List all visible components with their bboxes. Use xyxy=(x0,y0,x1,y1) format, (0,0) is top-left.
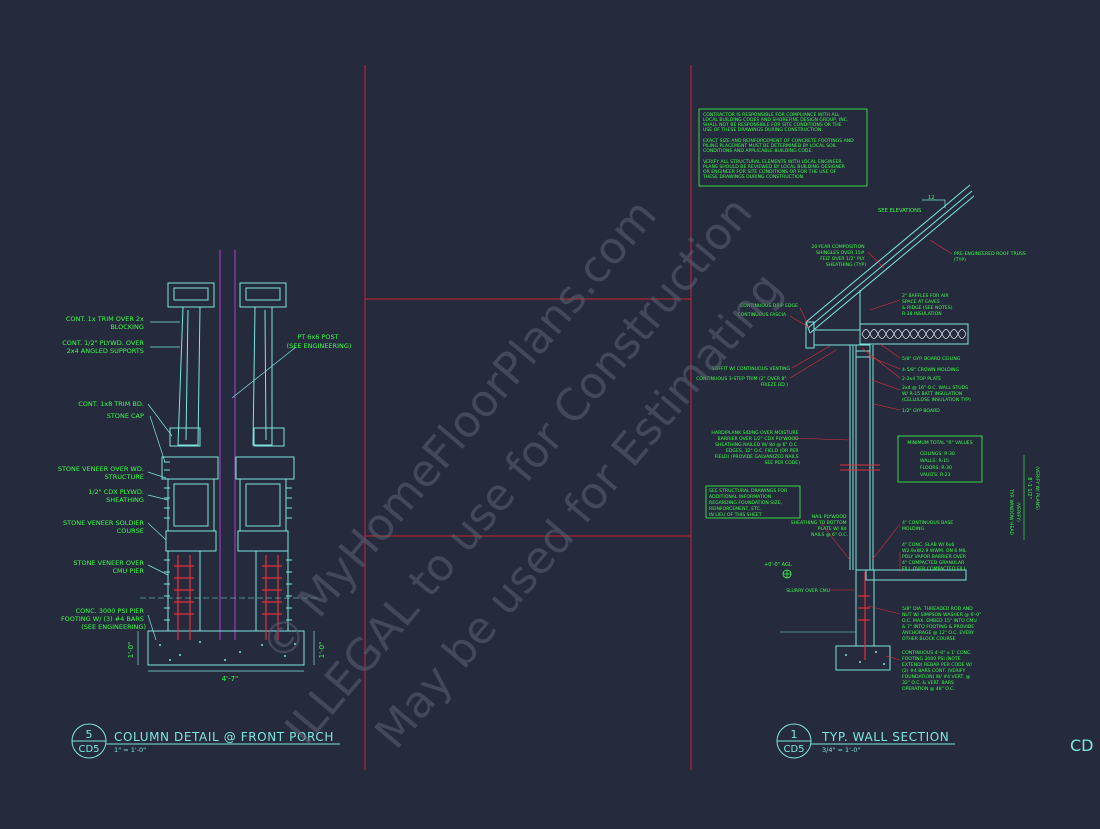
insulation-r38-label: R-38 INSULATION xyxy=(902,311,942,317)
svg-text:© MyHomeFloorPlans.com: © MyHomeFloorPlans.com xyxy=(251,190,667,672)
anchor-label: 5/8" DIA. THREADED ROD AND NUT W/ SIMPSO… xyxy=(902,606,983,642)
column-label: CONT. 1/2" PLYWD. OVER xyxy=(62,339,144,347)
base-label: 4" CONTINUOUS BASE MOLDING xyxy=(902,520,955,532)
engineering-note-box: SEE STRUCTURAL DRAWINGS FOR ADDITIONAL I… xyxy=(705,485,801,519)
svg-text:CONT. 1x TRIM OVER 2x BL: CONT. 1x TRIM OVER 2x BLOCKING CONT. 1/2… xyxy=(58,315,146,631)
column-label: BLOCKING xyxy=(110,323,144,331)
svg-text:CEILINGS: R-30 WALLS:: CEILINGS: R-30 WALLS: R-15 FLOORS: R-30 … xyxy=(920,451,956,478)
r-values-box: MINIMUM TOTAL "R" VALUES CEILINGS: R-30 … xyxy=(897,435,983,483)
column-label: SHEATHING xyxy=(106,496,144,504)
column-width-dimension: 4'-7" xyxy=(222,675,239,683)
siding-label: HARDIPLANK SIDING OVER MOISTURE BARRIER … xyxy=(711,430,800,466)
column-label: CMU PIER xyxy=(112,567,144,575)
gyp-ceiling-label: 5/8" GYP. BOARD CEILING xyxy=(902,356,961,362)
column-label: STRUCTURE xyxy=(105,473,144,481)
column-height-dimension-right: 1'-0" xyxy=(318,642,326,659)
svg-text:8'-1 1/2": 8'-1 1/2" xyxy=(1026,477,1032,498)
svg-text:SEE STRUCTURAL DRAWINGS FOR: SEE STRUCTURAL DRAWINGS FOR ADDITIONAL I… xyxy=(709,488,789,518)
drip-edge-label: CONTINUOUS DRIP EDGE xyxy=(740,303,798,309)
nail-plywood-label: NAIL PLYWOOD SHEATHING TO BOTTOM PLATE W… xyxy=(791,514,848,538)
column-title-block: 5 CD5 COLUMN DETAIL @ FRONT PORCH 1" = 1… xyxy=(71,723,340,759)
baffle-label: 2" BAFFLES FOR AIR SPACE AT EAVES & RIDG… xyxy=(902,293,953,311)
slab-label: 4" CONC. SLAB W/ 6x6 W2.9xW2.9 WWM. ON 6… xyxy=(902,542,968,572)
svg-text:MINIMUM TOTAL "R" VALUES: MINIMUM TOTAL "R" VALUES xyxy=(907,440,972,446)
column-label: STONE VENEER OVER xyxy=(73,559,144,567)
wall-detail-number: 1 xyxy=(791,728,798,741)
edge-sheet-label: CD xyxy=(1070,736,1094,755)
top-plate-label: 2-2x4 TOP PLATE xyxy=(902,376,941,382)
wall-section-scale: 3/4" = 1'-0" xyxy=(822,746,860,754)
column-label: FOOTING W/ (3) #4 BARS xyxy=(61,615,144,623)
column-label: STONE VENEER SOLDIER xyxy=(63,519,144,527)
column-height-dimension-left: 1'-0" xyxy=(127,642,135,659)
see-elevations-label: SEE ELEVATIONS xyxy=(878,208,921,214)
svg-text:+0'-0" AGL: +0'-0" AGL xyxy=(764,562,792,568)
svg-text:(VERIFY W/ PLANS): (VERIFY W/ PLANS) xyxy=(1034,466,1040,510)
column-detail-title: COLUMN DETAIL @ FRONT PORCH xyxy=(114,730,334,744)
column-label: (SEE ENGINEERING) xyxy=(81,623,146,631)
truss-label: PRE-ENGINEERED ROOF TRUSS (TYP) xyxy=(954,251,1027,263)
shingles-label: 20-YEAR COMPOSITION SHINGLES OVER 15# FE… xyxy=(811,244,866,268)
column-detail: CONT. 1x TRIM OVER 2x BLOCKING CONT. 1/2… xyxy=(58,250,352,683)
wall-title-block: 1 CD5 TYP. WALL SECTION 3/4" = 1'-0" xyxy=(776,723,955,759)
viewport-frame-lines xyxy=(364,65,692,770)
svg-text:PT 6x6 POST (SEE ENGINEE: PT 6x6 POST (SEE ENGINEERING) xyxy=(287,333,352,350)
svg-text:(VERIFY): (VERIFY) xyxy=(1015,502,1021,522)
soffit-label: SOFFIT W/ CONTINUOUS VENTING xyxy=(712,366,791,372)
fascia-label: CONTINUOUS FASCIA xyxy=(737,312,786,318)
gyp-wall-label: 1/2" GYP BOARD xyxy=(902,408,940,414)
vertical-dimension-labels: 8'-1 1/2" (VERIFY W/ PLANS) TYP. WINDOW … xyxy=(1008,455,1040,540)
general-notes: CONTRACTOR IS RESPONSIBLE FOR COMPLIANCE… xyxy=(702,112,855,180)
column-detail-number: 5 xyxy=(86,728,93,741)
column-label: CONT. 1x TRIM OVER 2x xyxy=(66,315,144,323)
footing-label: CONTINUOUS 4'-0" x 1' CONC. FOOTING 3000… xyxy=(902,650,974,692)
column-label: CONT. 1x8 TRIM BD. xyxy=(78,400,144,408)
column-label: 2x4 ANGLED SUPPORTS xyxy=(67,347,144,355)
post-label: (SEE ENGINEERING) xyxy=(287,342,352,350)
svg-text:ILLEGAL to use for Constructio: ILLEGAL to use for Construction xyxy=(275,187,762,754)
column-sheet-ref: CD5 xyxy=(78,744,99,755)
level-marker: +0'-0" AGL xyxy=(764,562,792,579)
slurry-label: SLURRY OVER CMU xyxy=(786,588,830,594)
studs-label: 2x4 @ 16" O.C. WALL STUDS W/ R-15 BATT I… xyxy=(902,385,971,403)
column-label: CONC. 3000 PSI PIER xyxy=(76,607,145,615)
svg-text:TYP. WINDOW HEAD: TYP. WINDOW HEAD xyxy=(1008,488,1014,536)
column-label: STONE VENEER OVER WD. xyxy=(58,465,144,473)
column-label: COURSE xyxy=(117,527,144,535)
frieze-label: CONTINUOUS 3-STEP TRIM (2" OVER 8" FRIEZ… xyxy=(696,376,788,388)
wall-section-title: TYP. WALL SECTION xyxy=(821,730,949,744)
watermark: © MyHomeFloorPlans.com ILLEGAL to use fo… xyxy=(251,187,792,758)
column-detail-scale: 1" = 1'-0" xyxy=(114,746,146,754)
wall-section: CONTRACTOR IS RESPONSIBLE FOR COMPLIANCE… xyxy=(696,108,1040,692)
ceiling-insulation xyxy=(861,329,967,339)
column-label: 1/2" CDX PLYWD. xyxy=(88,488,144,496)
wall-sheet-ref: CD5 xyxy=(783,744,804,755)
column-label: STONE CAP xyxy=(107,412,144,420)
crown-label: 4-5/8" CROWN MOLDING xyxy=(902,367,959,373)
post-label: PT 6x6 POST xyxy=(297,333,338,341)
roof-pitch: 12 xyxy=(928,195,935,201)
